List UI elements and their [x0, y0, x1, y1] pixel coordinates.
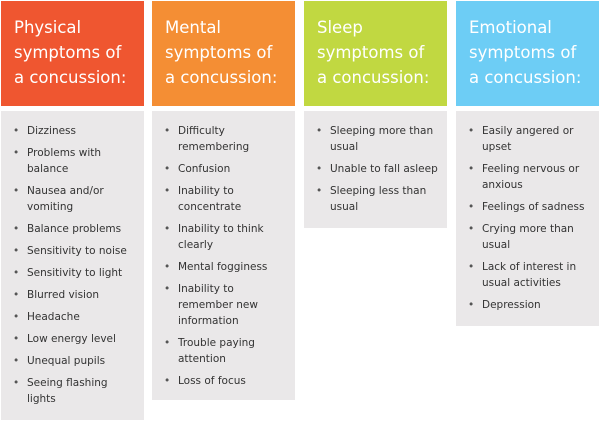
- symptom-item: Headache: [13, 309, 136, 325]
- symptom-item: Inability to concentrate: [164, 183, 287, 215]
- symptom-item: Low energy level: [13, 331, 136, 347]
- symptom-item: Balance problems: [13, 221, 136, 237]
- symptom-item: Feelings of sadness: [468, 199, 591, 215]
- symptom-item: Trouble paying attention: [164, 335, 287, 367]
- symptom-item: Problems with balance: [13, 145, 136, 177]
- symptom-item: Unequal pupils: [13, 353, 136, 369]
- symptom-item: Difficulty remembering: [164, 123, 287, 155]
- symptom-item: Crying more than usual: [468, 221, 591, 253]
- sleep-column: Sleep symptoms of a concussion: Sleeping…: [304, 1, 447, 228]
- symptom-box: Sleeping more than usualUnable to fall a…: [304, 111, 447, 228]
- symptom-box: DizzinessProblems with balanceNausea and…: [1, 111, 144, 420]
- physical-column: Physical symptoms of a concussion: Dizzi…: [1, 1, 144, 420]
- symptom-box: Difficulty rememberingConfusionInability…: [152, 111, 295, 400]
- symptom-item: Blurred vision: [13, 287, 136, 303]
- symptom-item: Confusion: [164, 161, 287, 177]
- symptom-item: Nausea and/or vomiting: [13, 183, 136, 215]
- column-header: Physical symptoms of a concussion:: [1, 1, 144, 106]
- symptom-item: Inability to think clearly: [164, 221, 287, 253]
- symptom-item: Lack of interest in usual activities: [468, 259, 591, 291]
- symptom-item: Sleeping less than usual: [316, 183, 439, 215]
- symptom-list: Easily angered or upsetFeeling nervous o…: [468, 123, 591, 313]
- symptom-list: DizzinessProblems with balanceNausea and…: [13, 123, 136, 407]
- symptom-box: Easily angered or upsetFeeling nervous o…: [456, 111, 599, 326]
- symptom-item: Loss of focus: [164, 373, 287, 389]
- symptom-item: Seeing flashing lights: [13, 375, 136, 407]
- symptom-item: Unable to fall asleep: [316, 161, 439, 177]
- symptom-item: Depression: [468, 297, 591, 313]
- symptom-item: Easily angered or upset: [468, 123, 591, 155]
- mental-column: Mental symptoms of a concussion: Difficu…: [152, 1, 295, 400]
- emotional-column: Emotional symptoms of a concussion: Easi…: [456, 1, 599, 326]
- symptom-item: Mental fogginess: [164, 259, 287, 275]
- symptom-item: Sleeping more than usual: [316, 123, 439, 155]
- column-header: Mental symptoms of a concussion:: [152, 1, 295, 106]
- column-header: Sleep symptoms of a concussion:: [304, 1, 447, 106]
- symptom-list: Sleeping more than usualUnable to fall a…: [316, 123, 439, 215]
- symptom-item: Inability to remember new information: [164, 281, 287, 329]
- column-header: Emotional symptoms of a concussion:: [456, 1, 599, 106]
- symptom-item: Dizziness: [13, 123, 136, 139]
- symptom-item: Sensitivity to noise: [13, 243, 136, 259]
- symptom-list: Difficulty rememberingConfusionInability…: [164, 123, 287, 389]
- symptom-item: Sensitivity to light: [13, 265, 136, 281]
- symptom-item: Feeling nervous or anxious: [468, 161, 591, 193]
